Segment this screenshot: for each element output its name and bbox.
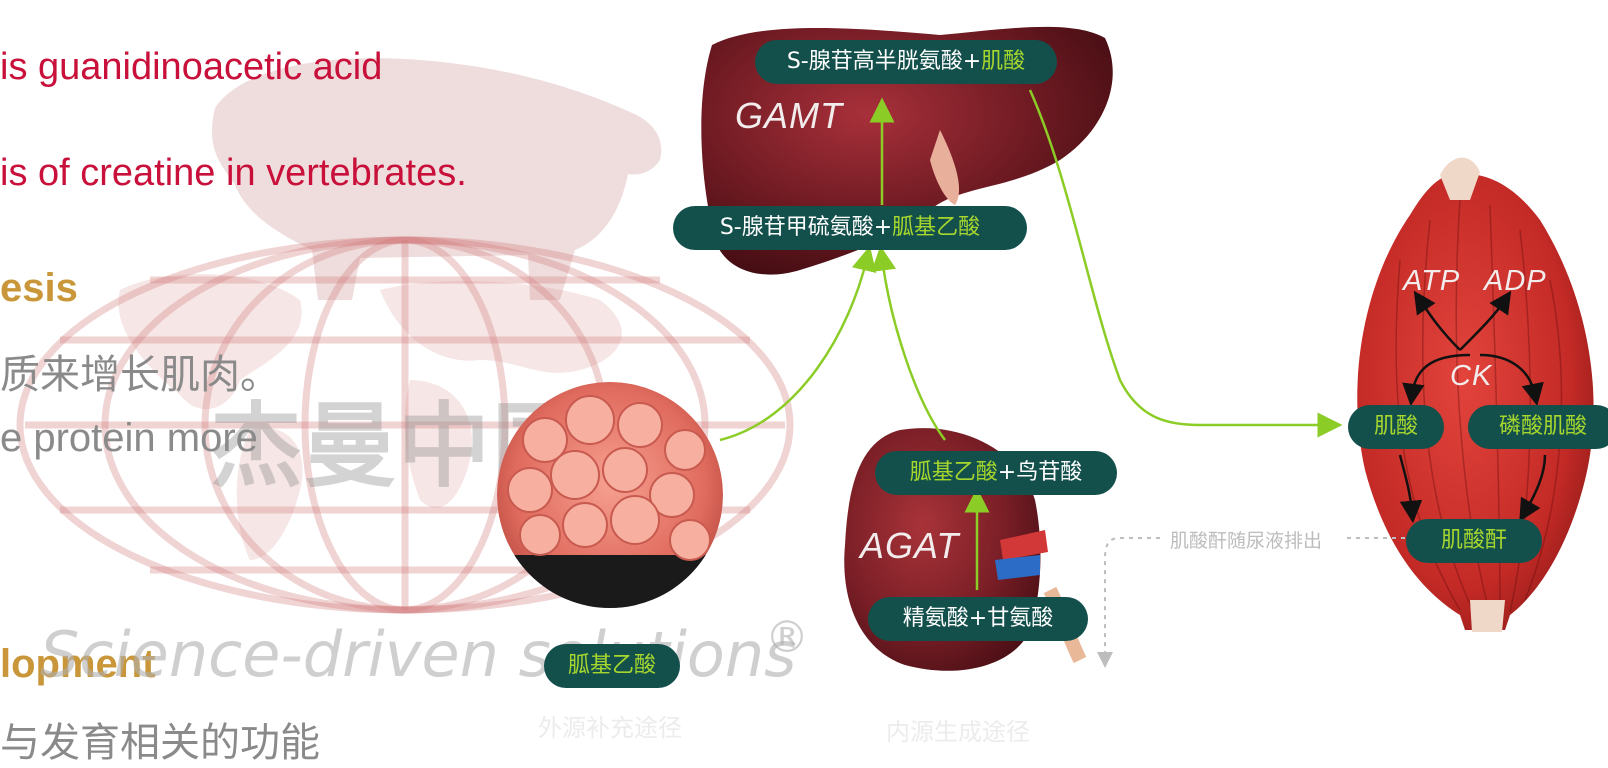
liver-substrate-label: S-腺苷甲硫氨酸+胍基乙酸 (673, 206, 1027, 250)
liver-product-prefix: S-腺苷高半胱氨酸+ (787, 49, 981, 74)
excretion-text: 肌酸酐随尿液排出 (1170, 526, 1322, 553)
kidney-product-label: 胍基乙酸+鸟苷酸 (875, 451, 1117, 495)
kidney-enzyme-label: AGAT (860, 525, 959, 567)
liver-substrate-gaa: 胍基乙酸 (892, 215, 980, 240)
adp-label: ADP (1484, 265, 1547, 298)
liver-substrate-prefix: S-腺苷甲硫氨酸+ (720, 215, 892, 240)
intestine-graphic (497, 382, 723, 615)
kidney-product-gaa: 胍基乙酸 (910, 460, 998, 485)
exogenous-route-label: 外源补充途径 (538, 708, 682, 743)
kidney-substrate-label: 精氨酸+甘氨酸 (868, 597, 1088, 641)
liver-product-creatine: 肌酸 (981, 49, 1025, 74)
endogenous-route-label: 内源生成途径 (886, 712, 1030, 747)
creatine-label: 肌酸 (1348, 405, 1444, 449)
ck-label: CK (1450, 360, 1492, 393)
creatinine-label: 肌酸酐 (1406, 519, 1542, 563)
kidney-product-suffix: +鸟苷酸 (998, 460, 1082, 485)
liver-product-label: S-腺苷高半胱氨酸+肌酸 (755, 40, 1057, 84)
phosphocreatine-label: 磷酸肌酸 (1468, 405, 1608, 449)
intestine-gaa-label: 胍基乙酸 (544, 644, 680, 688)
atp-label: ATP (1403, 265, 1460, 298)
liver-enzyme-label: GAMT (735, 95, 843, 137)
